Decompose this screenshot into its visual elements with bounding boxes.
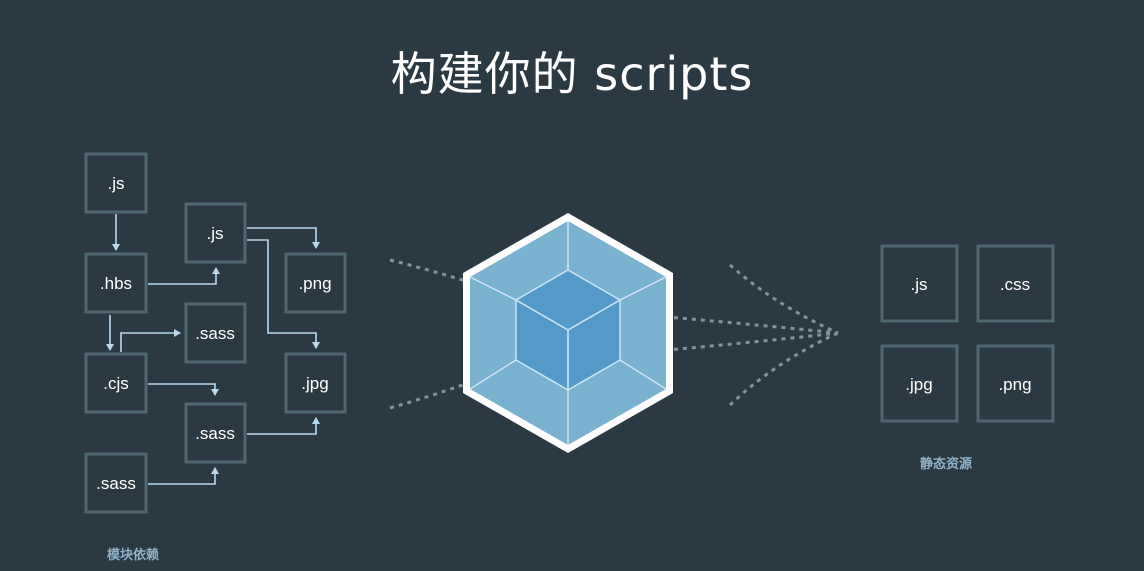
asset-box: .css (976, 244, 1055, 323)
connector-cjs-to-sass (120, 329, 181, 352)
assets-caption: 静态资源 (920, 457, 973, 472)
connector-hbs-to-js (148, 267, 220, 285)
webpack-cube-icon (463, 213, 673, 453)
asset-box: .png (976, 344, 1055, 423)
modules-caption: 模块依赖 (107, 548, 160, 563)
module-box: .hbs (84, 252, 148, 314)
page-title: 构建你的 scripts (390, 47, 754, 101)
module-label: .cjs (103, 374, 129, 393)
module-label: .sass (195, 324, 235, 343)
module-label: .sass (195, 424, 235, 443)
module-box: .sass (184, 302, 247, 364)
asset-label: .css (1000, 275, 1030, 294)
asset-box: .js (880, 244, 959, 323)
connector-sass-to-jpg (247, 417, 320, 435)
flow-line-out-lower (619, 331, 839, 356)
module-connectors (106, 214, 320, 485)
flow-lines (389, 258, 839, 410)
connector-js-to-jpg (247, 239, 320, 349)
asset-box: .jpg (880, 344, 959, 423)
module-label: .jpg (301, 374, 328, 393)
module-box: .js (84, 152, 148, 214)
module-label: .hbs (100, 274, 132, 293)
asset-label: .png (998, 375, 1031, 394)
module-box: .sass (184, 402, 247, 464)
module-box: .cjs (84, 352, 148, 414)
asset-label: .jpg (905, 375, 932, 394)
module-label: .png (298, 274, 331, 293)
module-box: .js (184, 202, 247, 264)
module-box: .sass (84, 452, 148, 514)
connector-sass-bottom-to-sass (148, 467, 219, 485)
asset-label: .js (911, 275, 928, 294)
module-label: .js (207, 224, 224, 243)
flow-line-out-upper (619, 311, 839, 335)
connector-cjs-to-sass-lower (148, 383, 219, 396)
module-label: .js (108, 174, 125, 193)
module-label: .sass (96, 474, 136, 493)
connector-js-to-png (247, 227, 320, 249)
module-box: .png (284, 252, 347, 314)
flow-line-in-top (389, 258, 521, 302)
flow-line-out-bottom-curve (728, 331, 839, 407)
module-box: .jpg (284, 352, 347, 414)
